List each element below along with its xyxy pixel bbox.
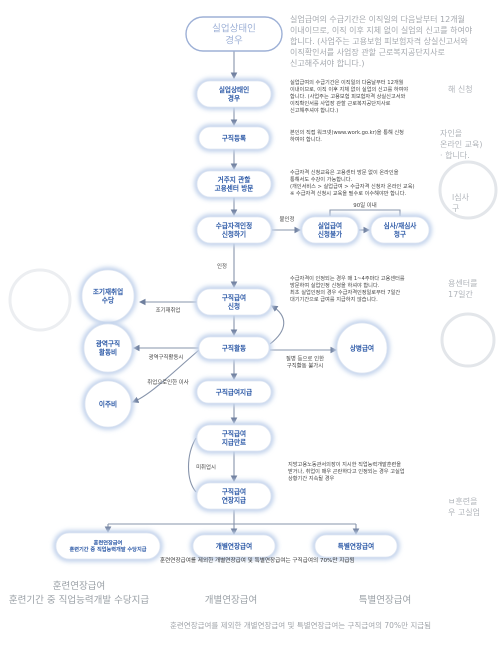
ghost-ring [438,160,498,220]
edge-label-moving-job: 취업으로인한 이사 [147,378,188,386]
side-ghost-3: l심사 구 [452,193,469,213]
footnote: 훈련연장급여를 제외한 개별연장급여 및 특별연장급여는 구직급여의 70%만 … [160,558,355,564]
node-label: 구직등록 [222,133,246,142]
node-benefit-pay: 구직급여지급 [194,378,274,406]
node-label: 이주비 [99,399,117,408]
edge-label-wide-area-job: 광역구직활동시 [149,353,184,361]
node-job-search: 구직활동 [196,334,272,362]
node-sickness: 상병급여 [334,320,390,376]
edge-label-reemployed: 조기재취업 [156,306,181,314]
node-moving: 이주비 [82,378,134,430]
arrow-moving [131,349,200,403]
side-ghost-5: ㅂ훈련을 우 고실업 [448,497,480,517]
note-unemployed: 실업급여의 수급기간은 이직일의 다음날부터 12개월 이내이므로, 이직 이후… [290,80,409,114]
bottom-train-ghost: 훈련연장급여 훈련기간 중 직업능력개발 수당지급 [8,581,150,606]
ghost-ring [8,268,72,332]
arrow-not-found [187,437,197,493]
node-label: 구직급여지급 [216,387,252,396]
note-job-registration: 본인의 직접 워크넷(www.work.go.kr)을 통해 신청 하여야 합니… [290,130,404,143]
bottom-individual-ghost: 개별연장급여 [204,595,258,606]
node-label: 개별연장급여 [216,541,252,550]
node-special-ext: 특별연장급여 [312,532,400,560]
node-label: 특별연장급여 [338,541,374,550]
ghost-ring [440,312,496,368]
note-visit-center: 수급자격 신청교육은 고용센터 방문 없이 온라인을 통해서도 수강이 가능합니… [290,170,415,197]
ghost-note-top: 실업급여의 수급기간은 이직일의 다음날부터 12개월 이내이므로, 이직 이후… [290,15,473,68]
node-individual-ext: 개별연장급여 [190,532,278,560]
node-job-reg: 구직등록 [196,124,272,152]
edge-label-approved: 인정 [217,263,227,270]
edge-label-not-approved: 불인정 [280,216,295,223]
edge-label-not-found: 미취업시 [196,463,216,471]
note-extension: 지방고용노동관서의장이 지시한 직업능력개발훈련을 받거나, 취업이 매우 곤란… [288,462,405,482]
side-ghost-2: 자인을 온라인 교육) · 합니다. [440,129,483,160]
side-ghost-1: 해 신청 [448,85,473,94]
arrow-loop [269,305,285,345]
bottom-foot-ghost: 훈련연장급여를 제외한 개별연장급여 및 특별연장급여는 구직급여의 70%만 … [170,621,432,630]
note-benefit-apply: 수급자격이 인정되는 경우 매 1~4주마다 고용센터를 방문하여 실업인정 신… [290,276,405,303]
bracket-90-days [329,209,401,216]
bottom-special-ghost: 특별연장급여 [358,595,412,606]
edge-label-within-90: 90일 이내 [353,201,376,209]
side-ghost-4: 용센터를 17일간 [448,279,478,299]
node-label: 상병급여 [350,343,374,352]
node-label: 구직활동 [222,343,246,352]
